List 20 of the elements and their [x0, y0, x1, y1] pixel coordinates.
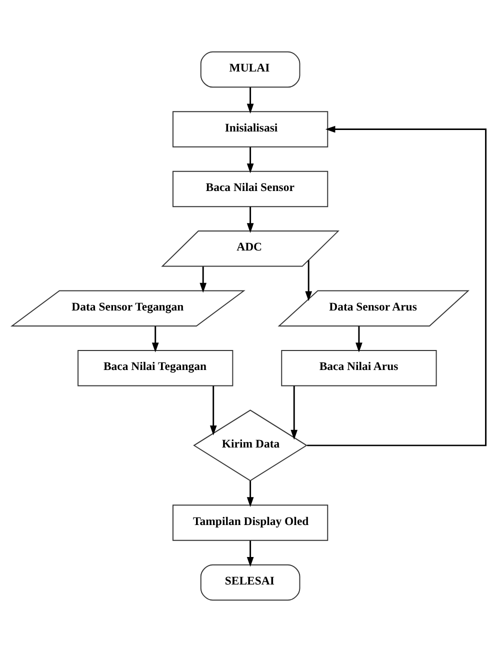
- arrow: [290, 386, 298, 440]
- arrow: [307, 125, 487, 446]
- arrow: [305, 260, 312, 301]
- node-box: Tampilan Display Oled: [172, 504, 328, 540]
- arrow: [356, 326, 362, 352]
- node-box: Baca Nilai Tegangan: [78, 349, 234, 386]
- node-box: Inisialisasi: [172, 110, 328, 147]
- arrow: [200, 266, 207, 292]
- node-box: MULAI: [200, 50, 300, 88]
- node-diamond: Kirim Data: [193, 409, 308, 481]
- arrow: [246, 540, 254, 566]
- arrow: [246, 206, 254, 232]
- node-box: Baca Nilai Arus: [281, 349, 437, 386]
- arrow: [246, 86, 254, 114]
- arrow: [210, 386, 217, 435]
- node-box: SELESAI: [200, 564, 300, 600]
- arrow: [246, 146, 254, 173]
- arrow: [152, 326, 159, 352]
- node-box: Baca Nilai Sensor: [172, 170, 328, 207]
- arrow: [246, 480, 254, 506]
